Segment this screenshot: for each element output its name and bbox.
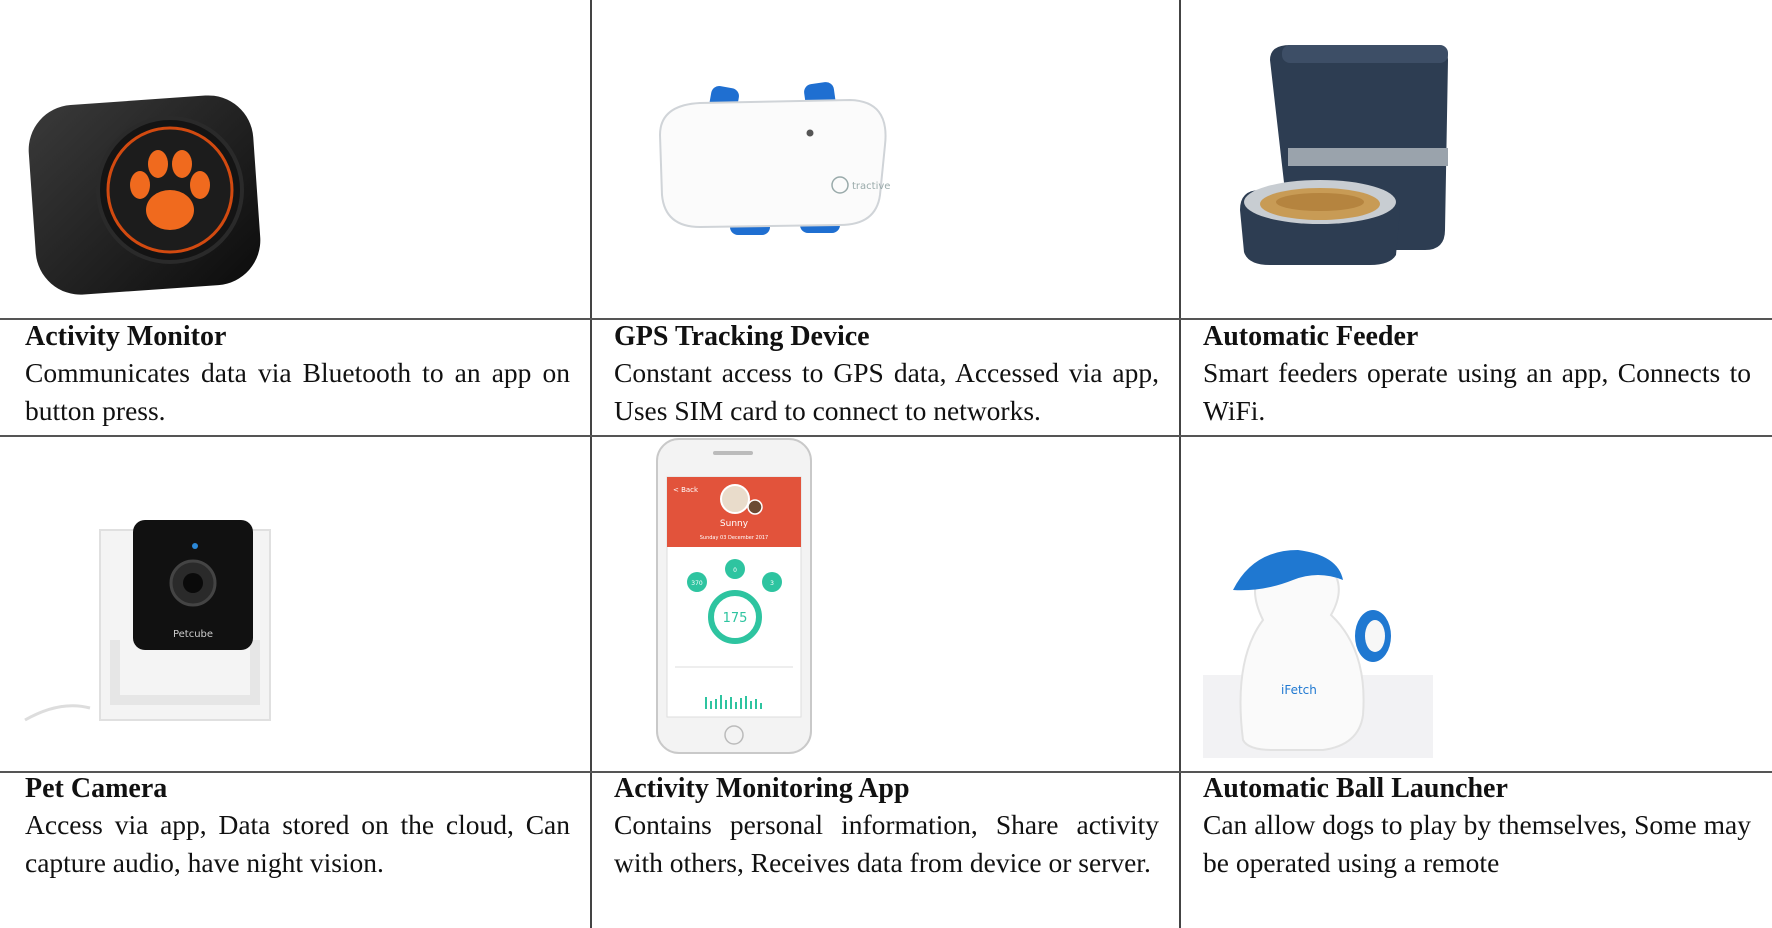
- automatic-feeder-icon: [1240, 45, 1448, 265]
- camera-brand: Petcube: [173, 629, 213, 640]
- row-divider: [0, 318, 1772, 320]
- cell-description: Constant access to GPS data, Accessed vi…: [614, 357, 1159, 426]
- cell-description: Can allow dogs to play by themselves, So…: [1203, 809, 1751, 878]
- app-date: Sunday 03 December 2017: [700, 535, 769, 541]
- cell-activity-monitor: Activity Monitor Communicates data via B…: [25, 320, 570, 430]
- gps-brand: tractive: [852, 181, 890, 192]
- automatic-feeder-image: [1230, 40, 1460, 290]
- app-pet-name: Sunny: [720, 519, 749, 529]
- cell-automatic-feeder: Automatic Feeder Smart feeders operate u…: [1203, 320, 1751, 430]
- cell-title: Pet Camera: [25, 773, 168, 804]
- cell-pet-camera: Pet Camera Access via app, Data stored o…: [25, 772, 570, 882]
- cell-title: Automatic Feeder: [1203, 321, 1419, 352]
- ring-value: 3: [770, 580, 774, 587]
- pet-camera-image: Petcube: [20, 500, 280, 730]
- activity-app-image: < Back Sunny Sunday 03 December 2017 370…: [655, 437, 815, 757]
- cell-title: Activity Monitoring App: [614, 773, 910, 804]
- ball-launcher-icon: iFetch: [1203, 550, 1433, 758]
- cell-description: Communicates data via Bluetooth to an ap…: [25, 357, 570, 426]
- cell-gps-tracking-device: GPS Tracking Device Constant access to G…: [614, 320, 1159, 430]
- activity-monitor-image: [20, 80, 270, 300]
- cell-description: Access via app, Data stored on the cloud…: [25, 809, 570, 878]
- cell-title: Activity Monitor: [25, 321, 227, 352]
- launcher-brand: iFetch: [1281, 683, 1317, 697]
- cell-automatic-ball-launcher: Automatic Ball Launcher Can allow dogs t…: [1203, 772, 1751, 882]
- ring-value: 0: [733, 567, 737, 574]
- gps-tracker-image: tractive: [640, 75, 910, 245]
- cell-title: Automatic Ball Launcher: [1203, 773, 1508, 804]
- pet-camera-icon: Petcube: [24, 520, 271, 722]
- cell-title: GPS Tracking Device: [614, 321, 870, 352]
- row-divider: [0, 435, 1772, 437]
- smartphone-app-icon: < Back Sunny Sunday 03 December 2017 370…: [656, 438, 812, 754]
- cell-description: Smart feeders operate using an app, Conn…: [1203, 357, 1751, 426]
- cell-activity-monitoring-app: Activity Monitoring App Contains persona…: [614, 772, 1159, 882]
- column-divider: [1179, 0, 1181, 928]
- gps-tracker-icon: tractive: [658, 82, 890, 235]
- ring-value: 370: [691, 580, 703, 587]
- ball-launcher-image: iFetch: [1203, 540, 1433, 758]
- paw-activity-monitor-icon: [28, 95, 261, 295]
- column-divider: [590, 0, 592, 928]
- row-divider: [0, 771, 1772, 773]
- cell-description: Contains personal information, Share act…: [614, 809, 1159, 878]
- app-center-value: 175: [723, 611, 748, 626]
- app-back-link: < Back: [673, 486, 699, 494]
